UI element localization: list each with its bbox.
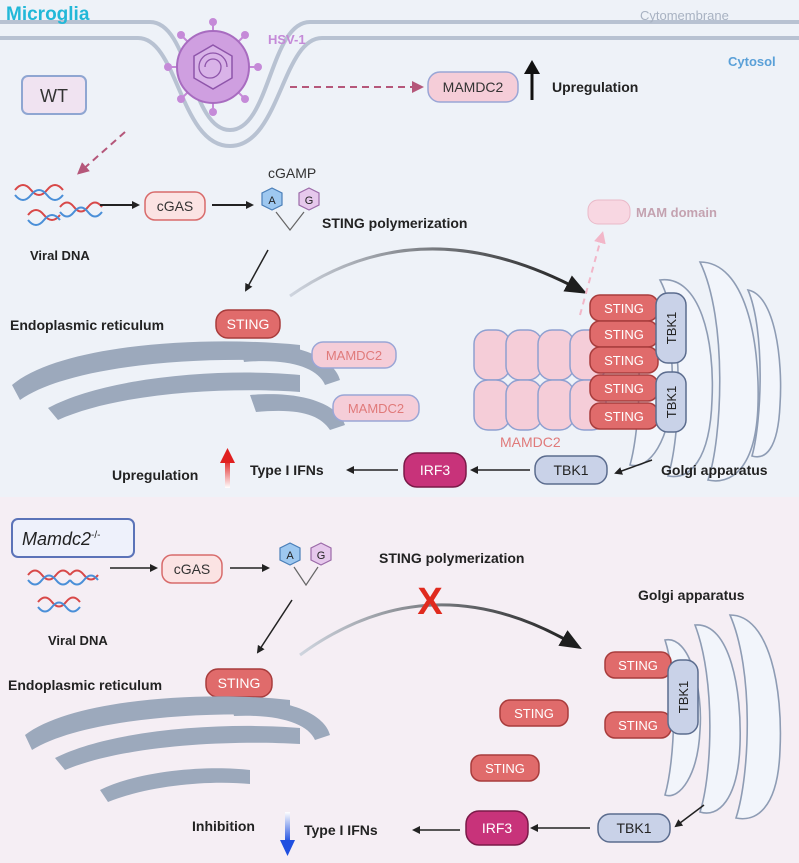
golgi-label-ko: Golgi apparatus (638, 587, 745, 603)
ko-condition-box: Mamdc2-/- (11, 518, 135, 558)
tbk1-vertical-wt-1-label: TBK1 (664, 312, 679, 345)
sting-golgi-ko-1: STING (604, 651, 672, 679)
mamdc2-er-1-label: MAMDC2 (326, 348, 382, 363)
blocked-x-mark: X (417, 581, 443, 623)
sting-free-1-label: STING (514, 706, 554, 721)
irf3-box-wt: IRF3 (403, 452, 467, 488)
irf3-label-ko: IRF3 (482, 820, 513, 836)
tbk1-vertical-ko: TBK1 (667, 659, 699, 735)
viral-dna-label: Viral DNA (30, 248, 90, 263)
sting-free-1: STING (499, 699, 569, 727)
nucleotide-g-ko: G (317, 550, 326, 562)
golgi-label-wt: Golgi apparatus (661, 462, 768, 478)
wt-condition-box: WT (21, 75, 87, 115)
virus-to-dna-arrow (77, 131, 126, 175)
cytosol-label: Cytosol (728, 54, 776, 69)
tbk1-box-wt: TBK1 (534, 455, 608, 485)
er-label-wt: Endoplasmic reticulum (10, 317, 164, 333)
type-i-ifn-label-wt: Type I IFNs (250, 462, 324, 478)
mamdc2-oligomer (473, 329, 607, 431)
inhibition-blue-arrow (280, 812, 295, 856)
sting-cluster-2: STING (604, 327, 644, 342)
wt-condition-label: WT (40, 86, 68, 106)
upregulation-bottom-label: Upregulation (112, 467, 198, 483)
polymerization-arc-arrow-ko (299, 603, 582, 657)
tbk1-label-ko: TBK1 (616, 820, 651, 836)
sting-free-2-label: STING (485, 761, 525, 776)
upregulation-red-arrow (220, 448, 235, 488)
upregulation-top-arrow (524, 60, 540, 100)
sting-free-2: STING (470, 754, 540, 782)
golgi-to-tbk1-arrow-wt (614, 459, 653, 475)
cgamp-label: cGAMP (268, 165, 316, 181)
sting-cluster-3: STING (604, 353, 644, 368)
tbk1-vertical-ko-label: TBK1 (676, 681, 691, 714)
sting-cluster-4: STING (604, 381, 644, 396)
cgamp-molecule-ko: A G (279, 542, 332, 587)
sting-golgi-ko-2-label: STING (618, 718, 658, 733)
mamdc2-er-1: MAMDC2 (311, 341, 397, 369)
mam-domain-box (587, 199, 631, 225)
sting-golgi-ko-1-label: STING (618, 658, 658, 673)
cgas-label: cGAS (157, 198, 194, 214)
tbk1-box-ko: TBK1 (597, 813, 671, 843)
hsv1-label: HSV-1 (268, 32, 306, 47)
mam-domain-arrow (579, 231, 606, 316)
inhibition-label: Inhibition (192, 818, 255, 834)
cgamp-to-sting-arrow (245, 249, 269, 292)
mamdc2-top-box: MAMDC2 (427, 71, 519, 103)
golgi-to-tbk1-arrow-ko (674, 804, 705, 828)
microglia-title: Microglia (6, 4, 90, 25)
sting-er-wt-label: STING (227, 316, 270, 332)
cgas-box-ko: cGAS (161, 554, 223, 584)
tbk1-vertical-wt-2: TBK1 (655, 371, 687, 433)
cgas-label-ko: cGAS (174, 561, 211, 577)
mamdc2-oligomer-label: MAMDC2 (500, 434, 561, 450)
sting-polymerization-label: STING polymerization (322, 215, 467, 231)
nucleotide-a-ko: A (286, 550, 294, 562)
irf3-label-wt: IRF3 (420, 462, 451, 478)
cgas-box: cGAS (144, 191, 206, 221)
sting-er-ko: STING (205, 668, 273, 698)
cgamp-to-sting-arrow-ko (256, 599, 293, 654)
irf3-box-ko: IRF3 (465, 810, 529, 846)
mamdc2-er-2: MAMDC2 (332, 394, 420, 422)
viral-dna-icon-ko (27, 569, 99, 613)
cytomembrane (0, 20, 799, 149)
upregulation-top-label: Upregulation (552, 79, 638, 95)
sting-cluster-wt: STING STING STING STING STING (589, 294, 659, 430)
mamdc2-er-2-label: MAMDC2 (348, 401, 404, 416)
hsv1-virus-icon (164, 18, 262, 116)
sting-er-wt: STING (215, 309, 281, 339)
viral-dna-icon (14, 184, 103, 226)
cytomembrane-label: Cytomembrane (640, 8, 729, 23)
cgamp-molecule: A G (261, 187, 320, 231)
polymerization-arc-arrow (289, 247, 588, 298)
tbk1-vertical-wt-2-label: TBK1 (664, 386, 679, 419)
endoplasmic-reticulum-ko (25, 696, 330, 802)
tbk1-label-wt: TBK1 (553, 462, 588, 478)
mam-domain-label: MAM domain (636, 205, 717, 220)
sting-er-ko-label: STING (218, 675, 261, 691)
sting-cluster-1: STING (604, 301, 644, 316)
ko-condition-label: Mamdc2-/- (22, 529, 100, 549)
ko-panel-bg (0, 497, 799, 863)
sting-cluster-5: STING (604, 409, 644, 424)
endoplasmic-reticulum-wt (12, 341, 345, 430)
mamdc2-top-label: MAMDC2 (443, 79, 504, 95)
viral-dna-label-ko: Viral DNA (48, 633, 108, 648)
sting-golgi-ko-2: STING (604, 711, 672, 739)
nucleotide-g: G (305, 195, 314, 207)
nucleotide-a: A (268, 195, 276, 207)
er-label-ko: Endoplasmic reticulum (8, 677, 162, 693)
sting-polymerization-label-ko: STING polymerization (379, 550, 524, 566)
type-i-ifn-label-ko: Type I IFNs (304, 822, 378, 838)
tbk1-vertical-wt-1: TBK1 (655, 292, 687, 364)
